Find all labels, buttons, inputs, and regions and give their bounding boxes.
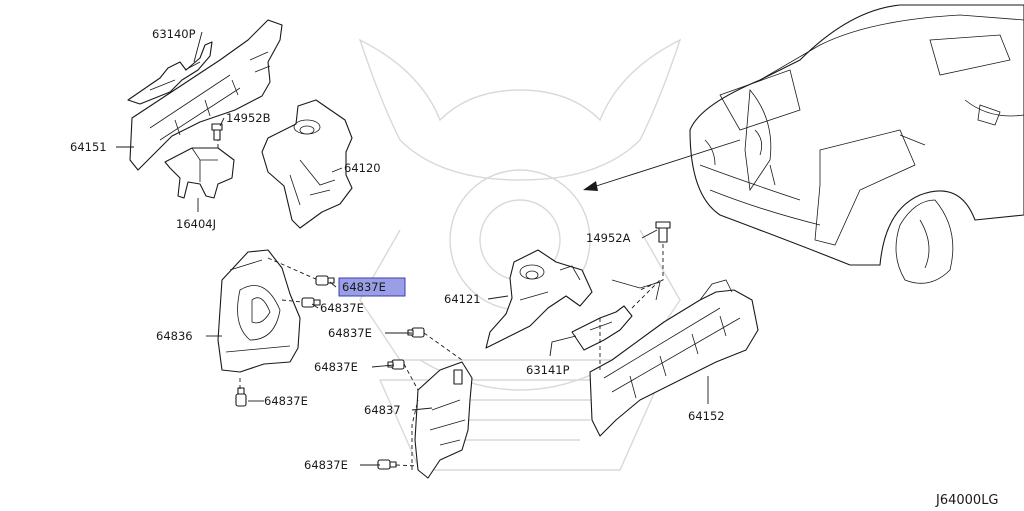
clip-64837E-f xyxy=(377,459,397,470)
label-64152[interactable]: 64152 xyxy=(688,409,725,423)
bolt-14952B-shape xyxy=(211,123,223,141)
label-64837E-4[interactable]: 64837E xyxy=(314,360,358,374)
part-64837-shape xyxy=(414,361,473,479)
direction-arrowhead xyxy=(583,181,598,191)
part-63141P-shape xyxy=(571,305,633,351)
label-64837E-2[interactable]: 64837E xyxy=(320,301,364,315)
assembly-dash-lines xyxy=(217,140,664,470)
label-14952A[interactable]: 14952A xyxy=(586,231,631,245)
part-63140P-shape xyxy=(127,41,213,105)
label-64837E-5[interactable]: 64837E xyxy=(264,394,308,408)
part-64151-shape xyxy=(129,19,283,171)
label-14952B[interactable]: 14952B xyxy=(226,111,271,125)
clip-64837E-a xyxy=(315,275,335,286)
clip-64837E-c xyxy=(407,327,425,338)
part-64121-shape xyxy=(485,249,593,349)
label-64837[interactable]: 64837 xyxy=(364,403,401,417)
clip-64837E-e xyxy=(235,387,247,407)
label-64837E-3[interactable]: 64837E xyxy=(328,326,372,340)
leader-lines xyxy=(116,31,709,466)
part-64836-shape xyxy=(217,249,301,373)
part-64152-shape xyxy=(589,279,759,437)
label-64837E-6[interactable]: 64837E xyxy=(304,458,348,472)
label-63141P[interactable]: 63141P xyxy=(526,363,570,377)
label-64120[interactable]: 64120 xyxy=(344,161,381,175)
label-64836[interactable]: 64836 xyxy=(156,329,193,343)
label-64151[interactable]: 64151 xyxy=(70,140,107,154)
vehicle-outline xyxy=(689,4,1024,284)
part-16404J-shape xyxy=(164,147,235,199)
clip-64837E-d xyxy=(387,359,405,370)
label-64121[interactable]: 64121 xyxy=(444,292,481,306)
bolt-14952A-shape xyxy=(655,221,671,243)
selected-part-highlight xyxy=(338,277,406,297)
clip-64837E-b xyxy=(301,297,321,308)
label-16404J[interactable]: 16404J xyxy=(176,217,216,231)
direction-arrow-line xyxy=(589,139,741,189)
diagram-code: J64000LG xyxy=(935,493,999,508)
label-64837E-selected[interactable]: 64837E xyxy=(342,280,386,294)
label-63140P[interactable]: 63140P xyxy=(152,27,196,41)
part-64120-shape xyxy=(261,99,353,229)
